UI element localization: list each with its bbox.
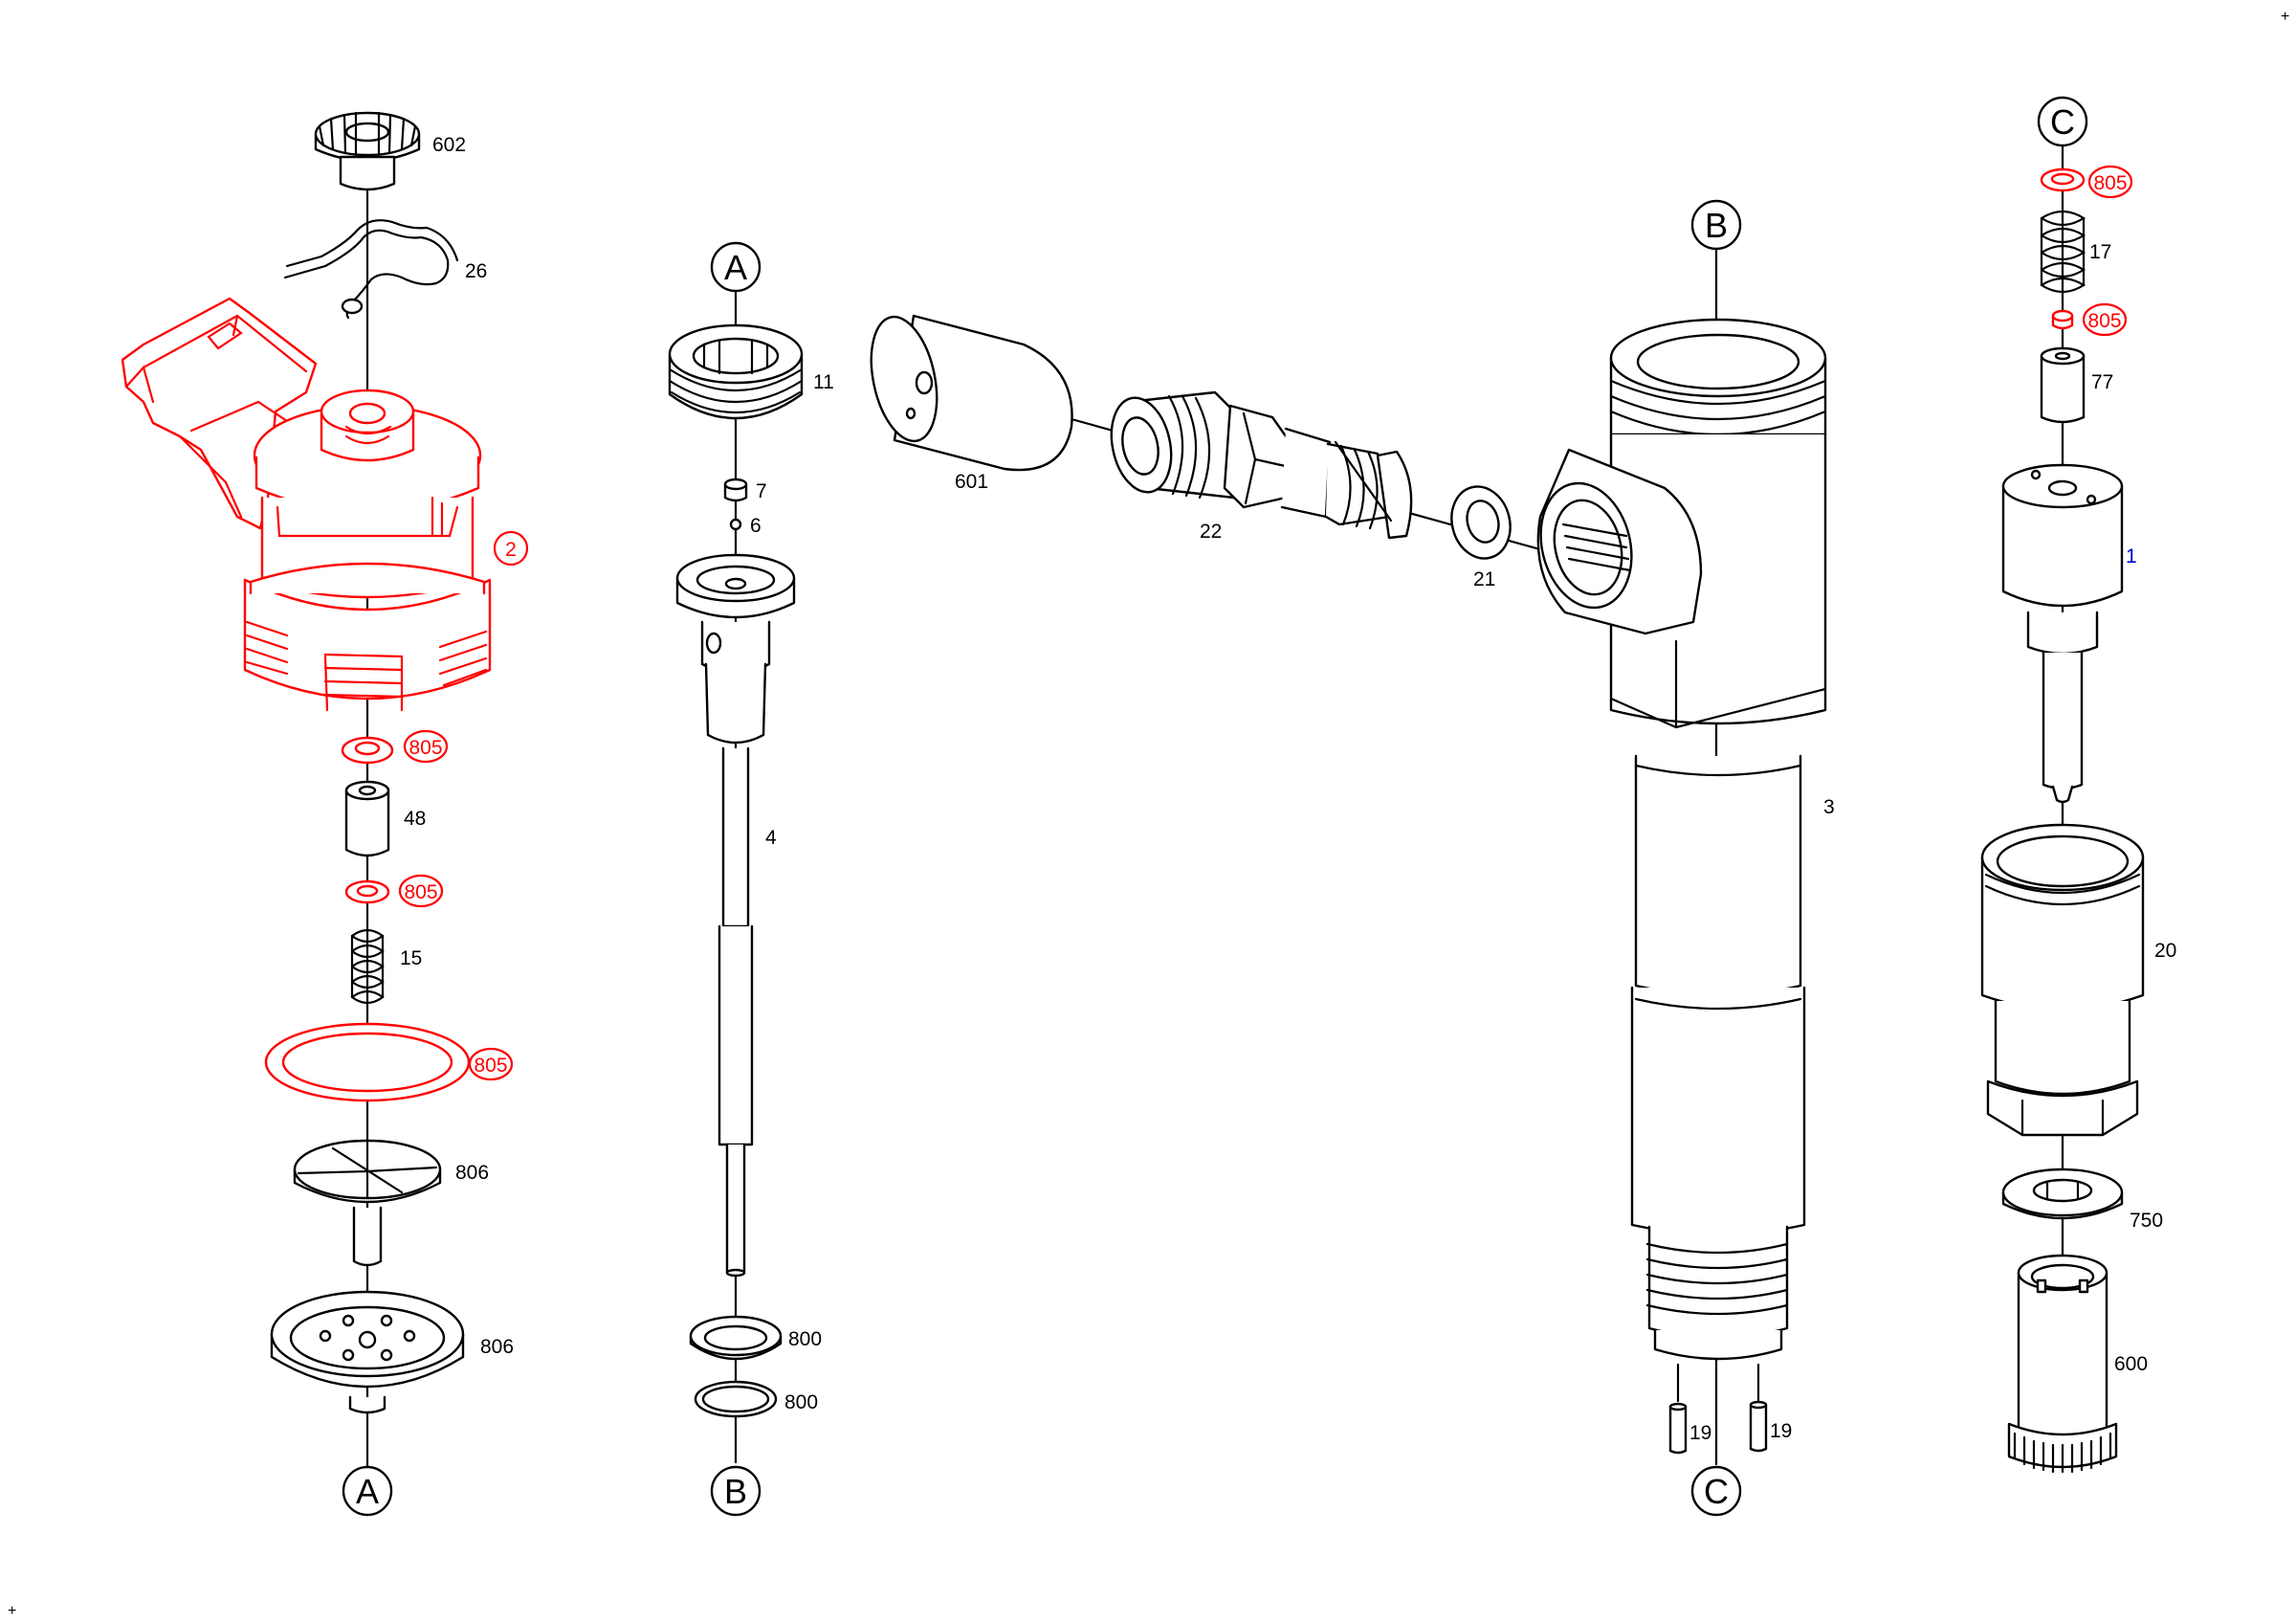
part-77-spacer[interactable] — [2040, 346, 2086, 424]
label-21: 21 — [1473, 568, 1495, 590]
part-19-dowel-pin-a[interactable] — [1668, 1363, 1688, 1455]
part-3-injector-body[interactable] — [1528, 318, 1827, 1361]
part-17-nozzle-spring[interactable] — [2040, 210, 2086, 294]
part-7-ball-guide[interactable] — [723, 478, 748, 502]
label-805-c: 805 — [474, 1055, 507, 1077]
part-805-shim-e[interactable] — [2051, 309, 2074, 330]
label-22: 22 — [1200, 521, 1222, 543]
label-805-a: 805 — [408, 737, 442, 759]
label-48: 48 — [404, 808, 426, 830]
label-15: 15 — [400, 947, 422, 969]
badge-2 — [493, 530, 529, 567]
label-26: 26 — [465, 260, 487, 282]
part-806-plate[interactable] — [270, 1290, 465, 1414]
label-19-b: 19 — [1770, 1420, 1792, 1442]
label-601: 601 — [955, 471, 988, 493]
inlet-assembly: 601 22 21 — [861, 311, 1590, 590]
label-1: 1 — [2126, 545, 2137, 567]
ref-marker-c-top-label: C — [2050, 102, 2075, 142]
label-805-e: 805 — [2087, 310, 2121, 332]
part-805-washer-a[interactable] — [341, 736, 394, 765]
ref-marker-a-top-label: A — [724, 248, 747, 287]
ref-marker-a-top — [710, 241, 762, 293]
label-800-a: 800 — [788, 1328, 822, 1350]
ref-marker-c-top — [2037, 96, 2088, 147]
label-2: 2 — [505, 539, 517, 561]
label-4: 4 — [765, 827, 777, 849]
part-21-washer[interactable] — [1444, 480, 1518, 566]
badge-805-b — [398, 874, 444, 908]
part-800-seal-b[interactable] — [694, 1380, 778, 1418]
part-6-ball[interactable] — [729, 518, 742, 531]
part-805-ring-c[interactable] — [264, 1022, 471, 1102]
part-26-spring-clip[interactable] — [283, 219, 459, 320]
corner-mark-bottom-left: + — [8, 1603, 16, 1619]
column-3-injector-body: B 3 — [1528, 199, 1835, 1517]
badge-805-a — [403, 729, 449, 764]
corner-mark-top-right: + — [2281, 9, 2289, 25]
badge-805-d — [2087, 165, 2133, 199]
label-7: 7 — [756, 480, 767, 502]
label-19-a: 19 — [1689, 1422, 1711, 1444]
part-805-washer-d[interactable] — [2040, 167, 2086, 192]
part-15-spring[interactable] — [350, 928, 385, 1005]
part-20-nozzle-nut[interactable] — [1980, 823, 2145, 1137]
part-805-washer-b[interactable] — [344, 879, 390, 904]
ref-marker-c-bottom-label: C — [1704, 1472, 1729, 1511]
ref-marker-b-bottom-label: B — [724, 1472, 747, 1511]
part-806-armature[interactable] — [293, 1139, 442, 1267]
ref-marker-b-top-label: B — [1705, 206, 1728, 245]
label-805-b: 805 — [404, 881, 437, 903]
ref-marker-c-bottom — [1690, 1465, 1742, 1517]
label-77: 77 — [2091, 371, 2113, 393]
part-602-knurled-cap[interactable] — [314, 111, 421, 191]
column-2-valve-assembly: A 11 7 6 — [668, 241, 834, 1517]
part-2-solenoid-valve[interactable] — [121, 297, 492, 712]
part-22-inlet-connector[interactable] — [1103, 390, 1413, 540]
part-601-protective-cap[interactable] — [861, 311, 1073, 472]
label-800-b: 800 — [784, 1391, 818, 1413]
label-20: 20 — [2154, 940, 2176, 962]
part-19-dowel-pin-b[interactable] — [1749, 1363, 1768, 1453]
part-800-seal-a[interactable] — [689, 1315, 783, 1361]
label-750: 750 — [2130, 1210, 2163, 1232]
ref-marker-a-bottom-label: A — [356, 1472, 379, 1511]
part-600-protective-sleeve[interactable] — [2007, 1254, 2118, 1474]
column-1-solenoid-assembly: 602 26 — [121, 111, 529, 1517]
label-600: 600 — [2114, 1353, 2148, 1375]
label-806-a: 806 — [455, 1162, 489, 1184]
label-3: 3 — [1823, 796, 1835, 818]
label-11: 11 — [813, 371, 834, 393]
label-806-b: 806 — [480, 1336, 514, 1358]
label-6: 6 — [750, 515, 762, 537]
part-1-nozzle[interactable] — [2001, 463, 2124, 804]
part-11-valve-nut[interactable] — [668, 323, 804, 420]
label-602: 602 — [432, 134, 466, 156]
ref-marker-b-top — [1690, 199, 1742, 251]
column-4-nozzle-assembly: C 805 17 805 77 — [1980, 96, 2176, 1474]
badge-805-c — [468, 1047, 514, 1081]
part-4-valve-piece[interactable] — [675, 553, 796, 1278]
ref-marker-b-bottom — [710, 1465, 762, 1517]
part-750-washer[interactable] — [2001, 1167, 2124, 1220]
ref-marker-a-bottom — [342, 1465, 393, 1517]
badge-805-e — [2082, 302, 2128, 337]
label-805-d: 805 — [2093, 172, 2127, 194]
label-17: 17 — [2089, 241, 2111, 263]
part-48-sleeve[interactable] — [344, 780, 390, 857]
